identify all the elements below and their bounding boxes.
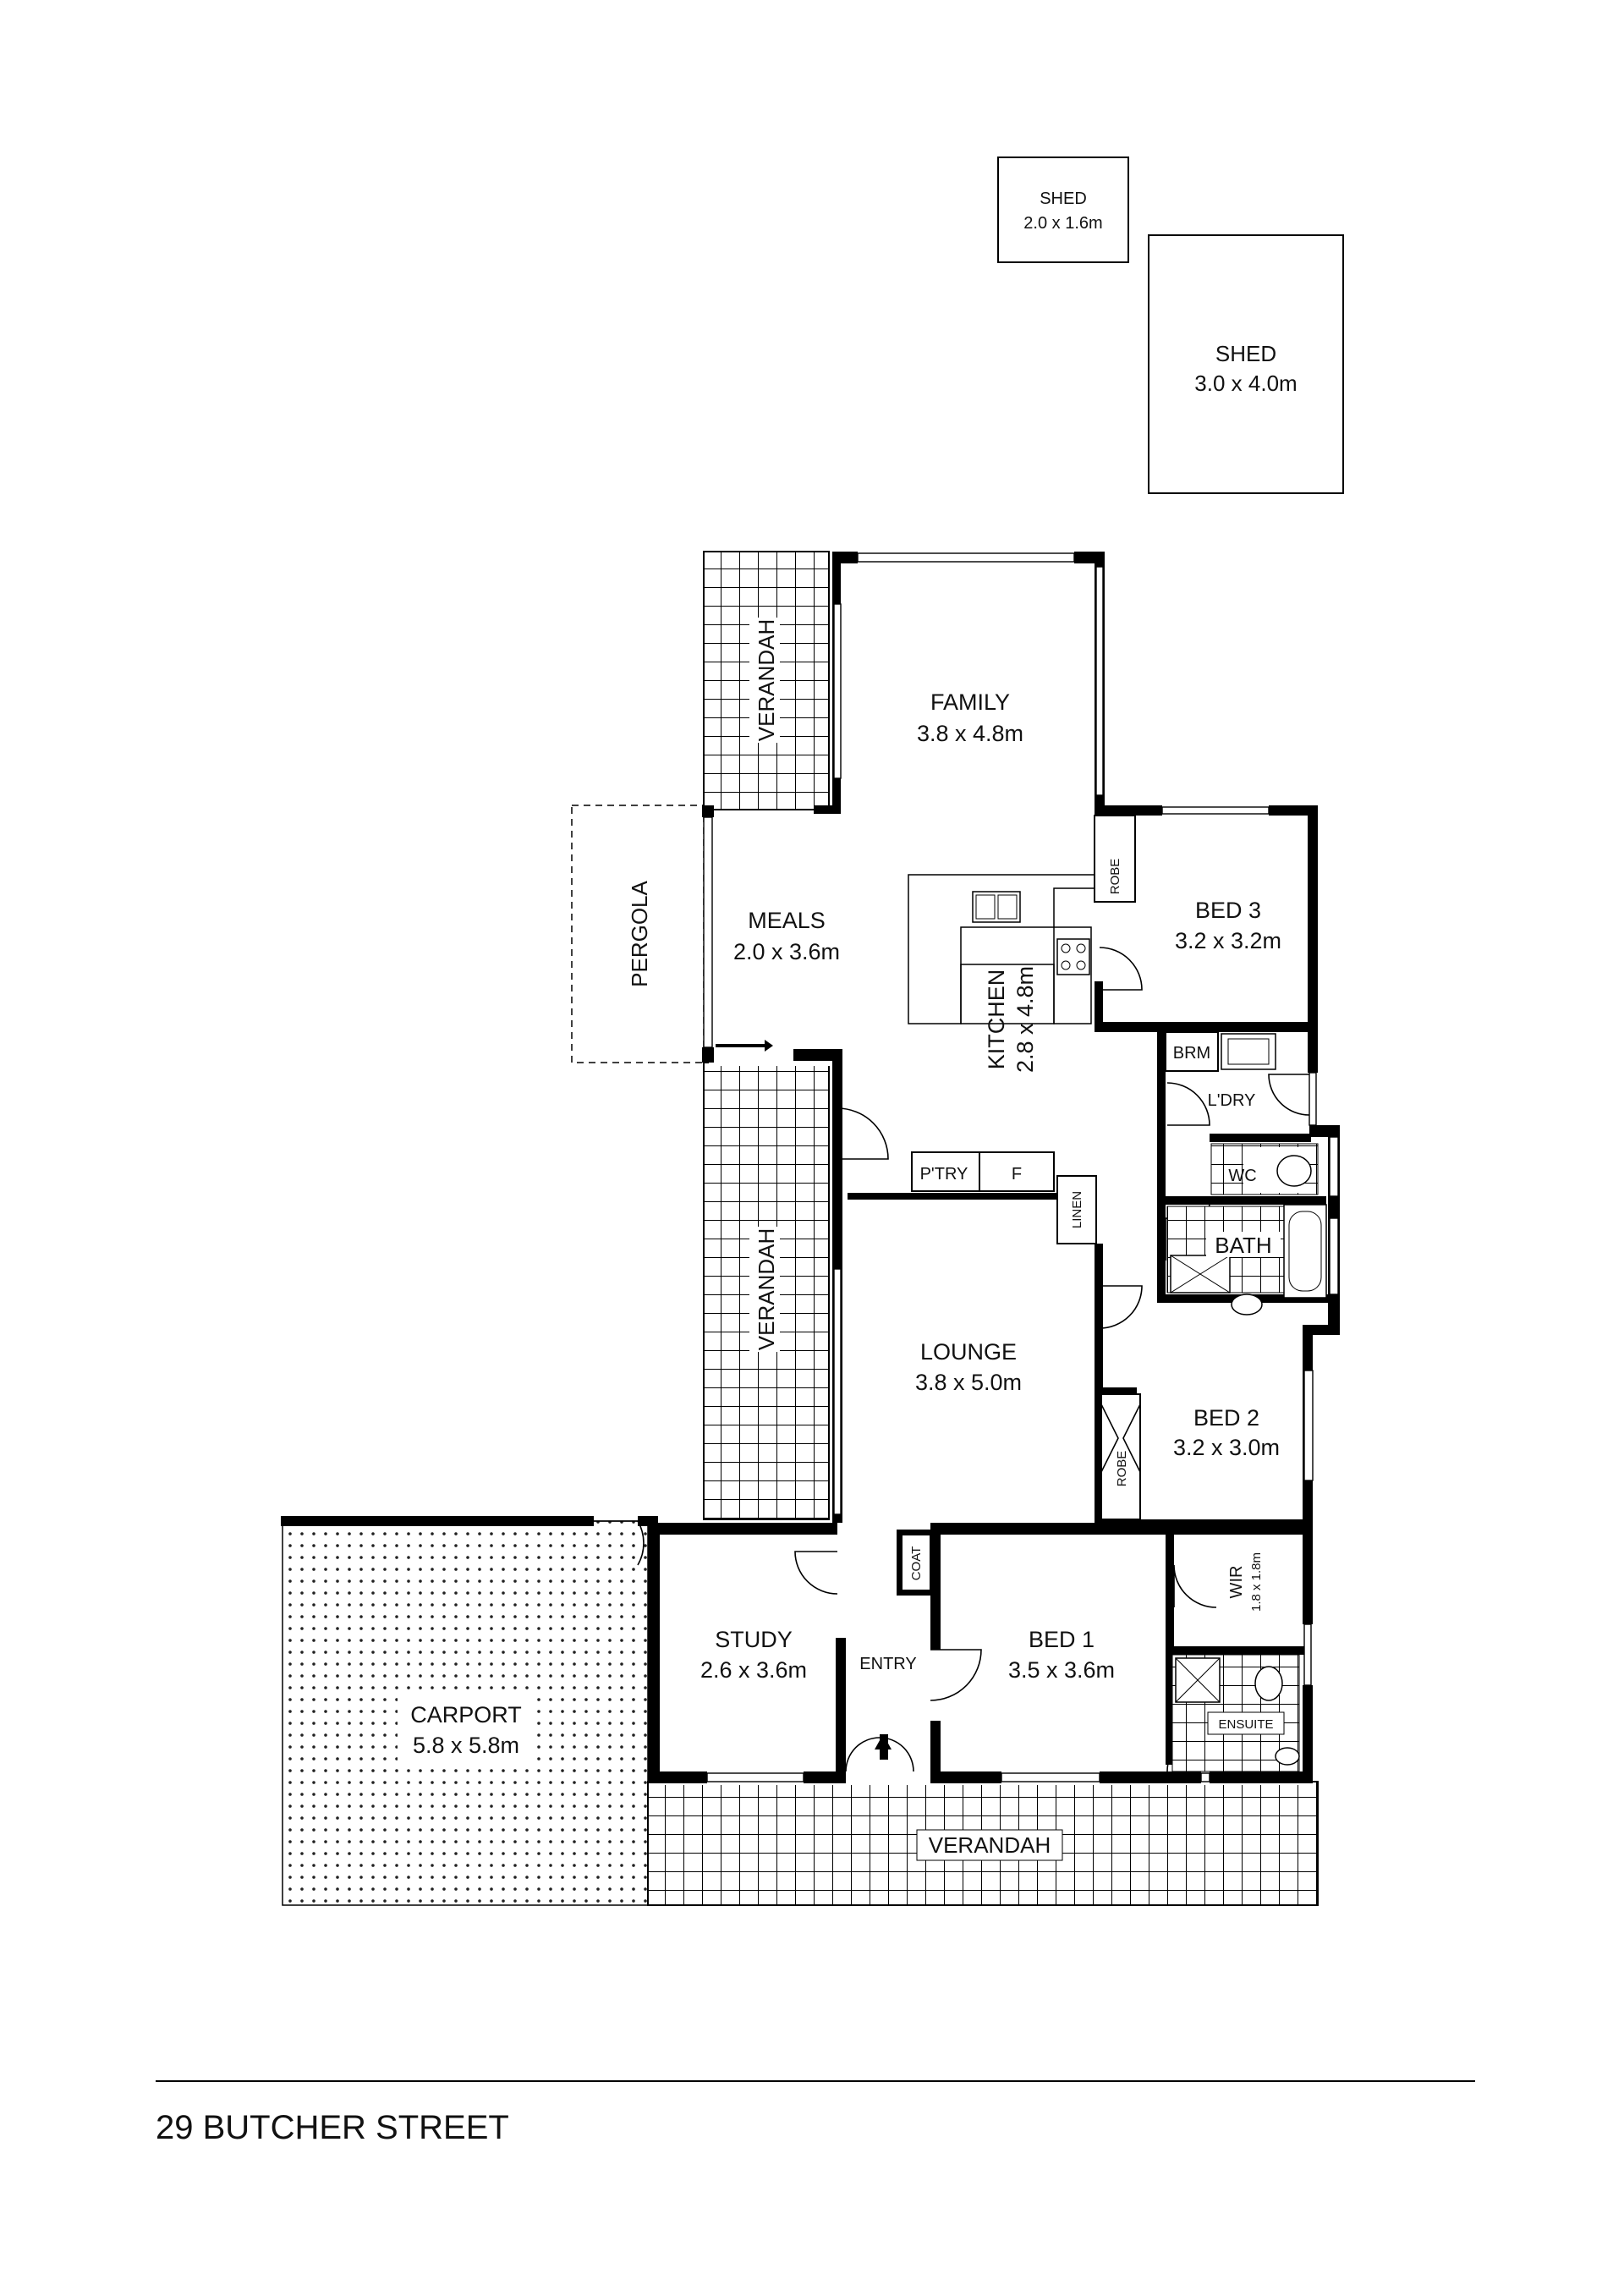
svg-text:VERANDAH: VERANDAH: [929, 1832, 1051, 1858]
room-kitchen-size: 2.8 x 4.8m: [1012, 966, 1038, 1073]
shed-large: SHED 3.0 x 4.0m: [1148, 234, 1344, 494]
bath-label: BATH: [1206, 1232, 1281, 1258]
room-study: STUDY 2.6 x 3.6m: [700, 1627, 807, 1683]
shed-large-name: SHED: [1215, 341, 1276, 366]
svg-text:ROBE: ROBE: [1115, 1451, 1129, 1487]
room-bed3-name: BED 3: [1195, 898, 1261, 923]
room-bed3: BED 3 3.2 x 3.2m: [1175, 898, 1281, 953]
verandah-middle-label: VERANDAH: [749, 1227, 780, 1352]
svg-text:ENSUITE: ENSUITE: [1218, 1717, 1273, 1732]
svg-text:PERGOLA: PERGOLA: [627, 880, 652, 986]
laundry-label: L'DRY: [1208, 1091, 1256, 1110]
shed-small-size: 2.0 x 1.6m: [1023, 214, 1102, 233]
room-bed2-name: BED 2: [1193, 1405, 1259, 1431]
room-meals-size: 2.0 x 3.6m: [733, 939, 840, 964]
shed-small-name: SHED: [1040, 190, 1087, 208]
sliding-door-arrow-icon: [716, 1040, 773, 1052]
svg-text:LINEN: LINEN: [1070, 1191, 1084, 1228]
room-study-size: 2.6 x 3.6m: [700, 1657, 807, 1683]
svg-text:VERANDAH: VERANDAH: [754, 1228, 779, 1350]
room-family-name: FAMILY: [930, 689, 1010, 715]
room-lounge: LOUNGE 3.8 x 5.0m: [915, 1339, 1022, 1395]
svg-text:BATH: BATH: [1215, 1233, 1271, 1258]
room-carport: CARPORT 5.8 x 5.8m: [398, 1696, 535, 1760]
pergola-label: PERGOLA: [627, 880, 652, 986]
ensuite-label: ENSUITE: [1207, 1711, 1285, 1735]
kitchen-benches: [908, 874, 1095, 1024]
room-carport-name: CARPORT: [410, 1702, 522, 1727]
shed-small: SHED 2.0 x 1.6m: [997, 157, 1129, 263]
robe-bed3-label: ROBE: [1108, 859, 1122, 895]
room-wir: WIR 1.8 x 1.8m: [1227, 1552, 1264, 1612]
robe-bed2-label: ROBE: [1115, 1451, 1129, 1487]
room-carport-size: 5.8 x 5.8m: [413, 1733, 519, 1758]
room-bed2: BED 2 3.2 x 3.0m: [1173, 1405, 1280, 1460]
entry-label: ENTRY: [859, 1655, 916, 1673]
verandah-top-label: VERANDAH: [749, 618, 780, 743]
svg-text:VERANDAH: VERANDAH: [754, 619, 779, 741]
room-kitchen: KITCHEN 2.8 x 4.8m: [984, 966, 1038, 1073]
room-bed2-size: 3.2 x 3.0m: [1173, 1435, 1280, 1460]
room-meals: MEALS 2.0 x 3.6m: [733, 908, 840, 964]
room-family: FAMILY 3.8 x 4.8m: [917, 689, 1023, 746]
verandah-top-area: [703, 551, 830, 810]
verandah-bottom-label: VERANDAH: [916, 1829, 1063, 1861]
room-bed1: BED 1 3.5 x 3.6m: [1008, 1627, 1115, 1683]
fridge-label: F: [1012, 1165, 1022, 1184]
wc-label: WC: [1228, 1167, 1256, 1185]
room-kitchen-name: KITCHEN: [984, 969, 1009, 1070]
shed-large-size: 3.0 x 4.0m: [1194, 371, 1297, 396]
brm-label: BRM: [1173, 1044, 1210, 1063]
svg-text:ROBE: ROBE: [1108, 859, 1122, 895]
room-study-name: STUDY: [715, 1627, 793, 1652]
room-wir-size: 1.8 x 1.8m: [1249, 1552, 1264, 1612]
room-meals-name: MEALS: [748, 908, 826, 933]
pantry-label: P'TRY: [920, 1165, 968, 1184]
room-lounge-size: 3.8 x 5.0m: [915, 1370, 1022, 1395]
room-bed1-size: 3.5 x 3.6m: [1008, 1657, 1115, 1683]
room-bed3-size: 3.2 x 3.2m: [1175, 928, 1281, 953]
windows: [703, 552, 1339, 1782]
property-address: 29 BUTCHER STREET: [156, 2109, 509, 2146]
linen-label: LINEN: [1070, 1191, 1084, 1228]
entry-arrow-icon: [875, 1734, 892, 1760]
room-wir-name: WIR: [1227, 1566, 1246, 1599]
coat-label: COAT: [909, 1546, 924, 1581]
room-lounge-name: LOUNGE: [920, 1339, 1017, 1365]
room-bed1-name: BED 1: [1029, 1627, 1095, 1652]
room-family-size: 3.8 x 4.8m: [917, 721, 1023, 746]
svg-text:COAT: COAT: [909, 1546, 924, 1581]
